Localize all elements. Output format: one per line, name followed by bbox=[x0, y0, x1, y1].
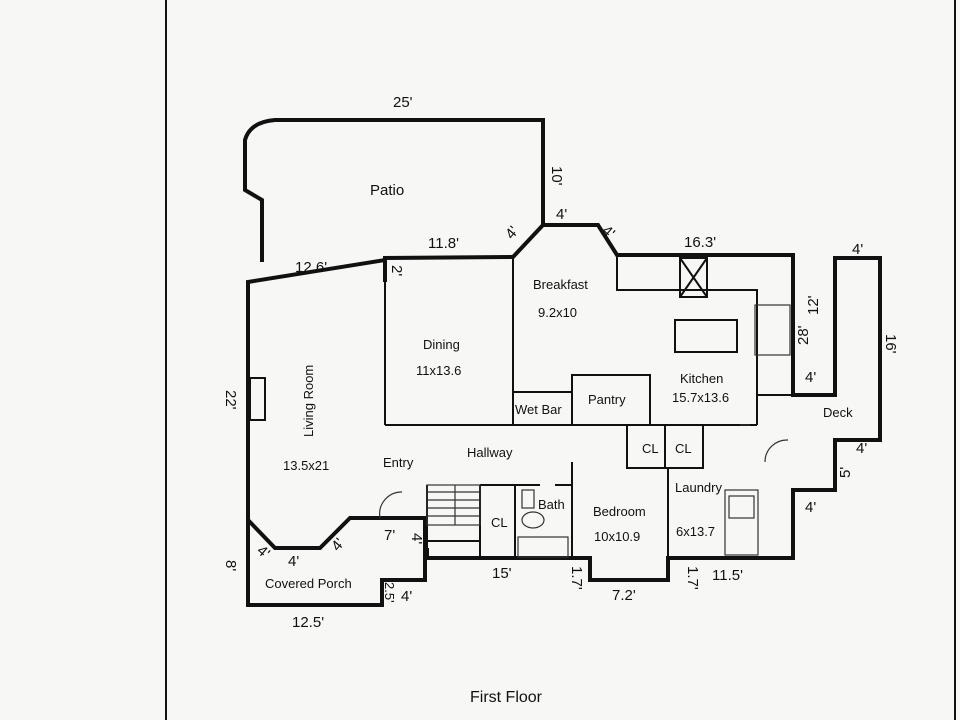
dim-bay-right: 4' bbox=[598, 222, 618, 242]
dim-bay-left: 4' bbox=[502, 223, 522, 243]
room-patio: Patio bbox=[370, 182, 404, 199]
porch-outline bbox=[246, 515, 427, 607]
room-breakfast-size: 9.2x10 bbox=[538, 305, 577, 320]
dim-patio-right: 10' bbox=[548, 166, 565, 186]
room-living-size: 13.5x21 bbox=[283, 458, 329, 473]
dim-porch-right: 4' bbox=[408, 533, 425, 544]
dim-deck-left: 4' bbox=[805, 369, 816, 386]
dim-living-left: 22' bbox=[222, 390, 239, 410]
dim-porch-notch2: 4' bbox=[401, 588, 412, 605]
room-dining-size: 11x13.6 bbox=[416, 363, 461, 378]
floor-title: First Floor bbox=[470, 689, 543, 706]
room-hallway: Hallway bbox=[467, 445, 513, 460]
dim-deck-inner: 12' bbox=[805, 295, 822, 315]
stairs bbox=[426, 484, 481, 526]
house-outline bbox=[246, 223, 882, 582]
dim-bed-step2: 1.7' bbox=[684, 566, 701, 590]
dim-kitchen-top: 16.3' bbox=[684, 234, 716, 251]
dim-porch-left: 8' bbox=[222, 560, 239, 571]
dim-porch-top: 7' bbox=[384, 527, 395, 544]
room-living: Living Room bbox=[301, 365, 316, 437]
room-bath: Bath bbox=[538, 497, 565, 512]
dim-bed-bottom: 7.2' bbox=[612, 587, 636, 604]
dim-porch-notch: 2.5' bbox=[382, 582, 397, 603]
room-laundry: Laundry bbox=[675, 480, 722, 495]
patio-outline bbox=[243, 118, 545, 262]
room-kitchen-size: 15.7x13.6 bbox=[672, 390, 729, 405]
room-closet-2: CL bbox=[675, 441, 692, 456]
dim-deck-lower: 4' bbox=[856, 440, 867, 457]
dim-kitchen-right: 28' bbox=[795, 325, 812, 345]
room-wet-bar: Wet Bar bbox=[515, 402, 562, 417]
dim-deck-right: 16' bbox=[882, 334, 899, 354]
dim-dining-top: 11.8' bbox=[428, 235, 459, 252]
room-laundry-size: 6x13.7 bbox=[676, 524, 715, 539]
room-dining: Dining bbox=[423, 337, 460, 352]
room-pantry: Pantry bbox=[588, 392, 626, 407]
dim-deck-bottom: 4' bbox=[805, 499, 816, 516]
room-bedroom-size: 10x10.9 bbox=[594, 529, 640, 544]
dim-living-top: 12.6' bbox=[295, 259, 327, 276]
room-deck: Deck bbox=[823, 405, 853, 420]
dim-step: 2' bbox=[388, 265, 405, 276]
dim-deck-step: 5' bbox=[837, 467, 854, 478]
room-closet-1: CL bbox=[642, 441, 659, 456]
dim-bath-bottom: 15' bbox=[492, 565, 512, 582]
room-porch: Covered Porch bbox=[265, 576, 352, 591]
dim-laundry-bottom: 11.5' bbox=[712, 567, 743, 584]
room-breakfast: Breakfast bbox=[533, 277, 588, 292]
dim-bed-step1: 1.7' bbox=[568, 566, 585, 590]
dim-bay-top: 4' bbox=[556, 206, 567, 223]
dim-porch-mid: 4' bbox=[288, 553, 299, 570]
dim-porch-bottom: 12.5' bbox=[292, 614, 324, 631]
room-bedroom: Bedroom bbox=[593, 504, 646, 519]
room-kitchen: Kitchen bbox=[680, 371, 723, 386]
dim-deck-top: 4' bbox=[852, 241, 863, 258]
room-closet-3: CL bbox=[491, 515, 508, 530]
room-entry: Entry bbox=[383, 455, 414, 470]
dim-patio-top: 25' bbox=[393, 94, 413, 111]
